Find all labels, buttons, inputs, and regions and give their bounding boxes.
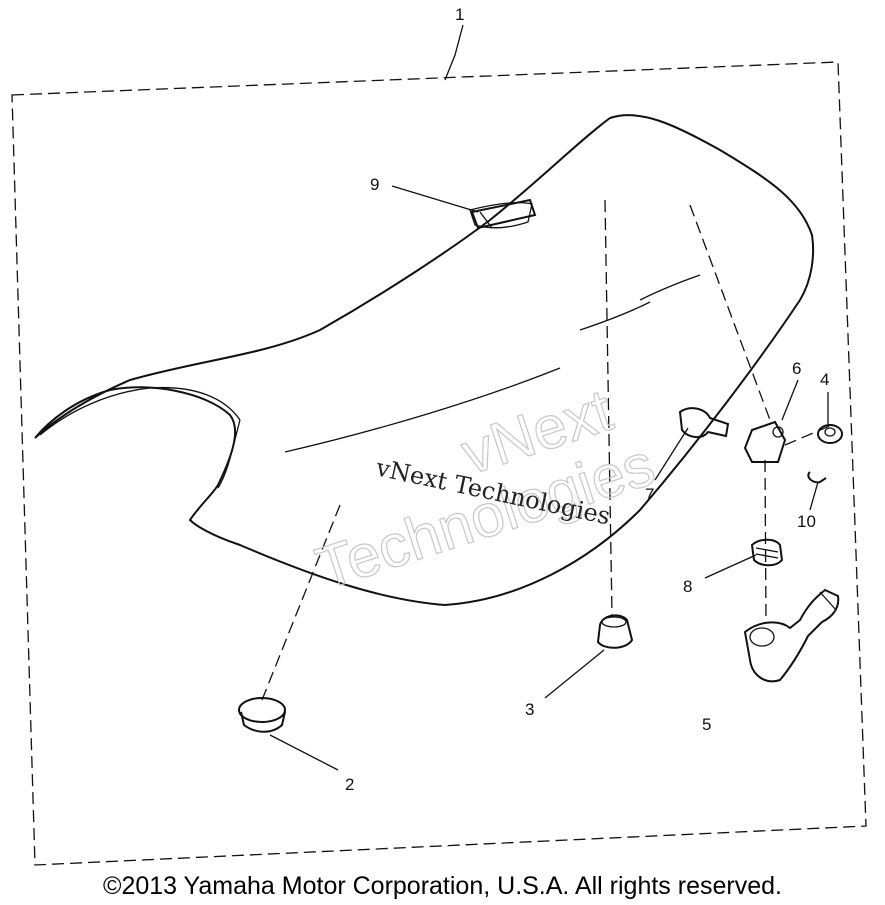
callout-3: 3 [525, 700, 534, 719]
callout-4: 4 [820, 370, 829, 389]
callout-2: 2 [345, 775, 354, 794]
callout-10: 10 [797, 512, 816, 531]
leader-line-1 [444, 24, 464, 81]
centerline-4 [784, 424, 833, 446]
callout-5: 5 [702, 715, 711, 734]
callout-9: 9 [370, 175, 379, 194]
nut-4 [817, 424, 843, 444]
strap-9 [470, 198, 537, 230]
damper-3 [596, 614, 634, 649]
bolt-7 [678, 407, 730, 438]
callout-7: 7 [645, 485, 654, 504]
leader-line-6 [781, 379, 799, 421]
seat-parts-diagram: vNext Technologies vNext Technologies 1 … [11, 5, 867, 866]
assembly-boundary [11, 61, 867, 866]
callout-6: 6 [792, 359, 801, 378]
clip-10 [807, 471, 827, 484]
seat-lock-5 [743, 588, 840, 683]
leader-line-10 [809, 481, 819, 511]
leader-line-8 [704, 554, 757, 579]
copyright-notice: ©2013 Yamaha Motor Corporation, U.S.A. A… [103, 872, 782, 900]
centerline-lock-lower [764, 459, 767, 623]
leader-line-2 [269, 734, 339, 771]
leader-line-9 [391, 185, 479, 213]
callout-8: 8 [683, 577, 692, 596]
centerline-lock [689, 204, 771, 421]
callout-1: 1 [455, 5, 464, 24]
leader-line-3 [544, 649, 605, 699]
seat-body [34, 114, 815, 607]
watermark: vNext Technologies vNext Technologies [308, 376, 663, 603]
damper-2 [238, 697, 286, 733]
leader-line-7 [654, 427, 689, 481]
spring-8 [750, 538, 784, 567]
centerline-3 [604, 199, 613, 616]
seat-hook-6 [743, 420, 787, 463]
